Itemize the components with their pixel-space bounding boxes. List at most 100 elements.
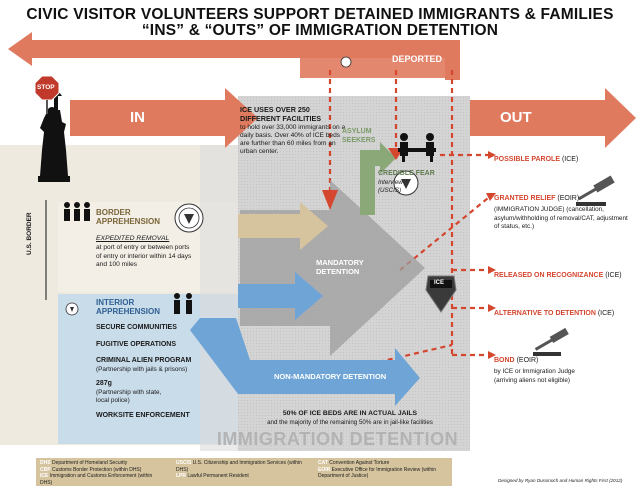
facilities-body: to hold over 33,000 immigrants on a dail… (240, 124, 346, 155)
border-apprehension-title: BORDER APPREHENSION (96, 208, 161, 226)
title-line-1: CIVIC VISITOR VOLUNTEERS SUPPORT DETAINE… (26, 6, 614, 23)
outcome-suffix: (EOIR) (514, 357, 539, 364)
credit-text: Designed by Ryan Dussinoch and Human Rig… (498, 478, 623, 483)
asylum-arrow (360, 142, 396, 215)
interior-arrow (238, 272, 323, 320)
interior-apprehension-title: INTERIOR APPREHENSION (96, 298, 161, 316)
title-line-2: “INS” & “OUTS” OF IMMIGRATION DETENTION (141, 22, 499, 39)
interview-table-icon (398, 133, 436, 162)
outcome-title: RELEASED ON RECOGNIZANCE (494, 272, 604, 279)
outcome-desc: (IMMIGRATION JUDGE) (cancellation, asylu… (494, 206, 628, 230)
in-arrow (70, 88, 258, 148)
legend-abbr: LPR (176, 473, 186, 479)
outcome-suffix: (EOIR) (555, 195, 580, 202)
gavel-icon-relief (576, 175, 615, 206)
ice-seal-top-icon (340, 56, 352, 68)
program-title: SECURE COMMUNITIES (96, 324, 177, 331)
mandatory-detention-label: MANDATORY DETENTION (316, 258, 364, 276)
program-item: 287g (Partnership with state, local poli… (96, 380, 206, 406)
legend-item: EOIR Executive Office for Immigration Re… (318, 467, 448, 480)
jails-note-line1: 50% OF ICE BEDS ARE IN ACTUAL JAILS (282, 410, 418, 417)
legend-abbr: EOIR (318, 466, 331, 473)
legend-item: ICE Immigration and Customs Enforcement … (40, 473, 160, 486)
legend-text: Immigration and Customs Enforcement (wit… (40, 473, 153, 486)
program-item: WORKSITE ENFORCEMENT (96, 412, 206, 421)
legend-item: USCIS U.S. Citizenship and Immigration S… (176, 460, 306, 473)
program-item: CRIMINAL ALIEN PROGRAM (Partnership with… (96, 357, 206, 374)
legend-col-1: DHS Department of Homeland Security CBP … (40, 460, 160, 486)
border-arrow (238, 202, 328, 250)
ice-badge-icon (425, 275, 457, 313)
legend-text: Executive Office for Immigration Review … (318, 466, 437, 480)
legend-abbr: CBP (40, 466, 51, 473)
interior-programs-list: SECURE COMMUNITIES FUGITIVE OPERATIONS C… (96, 324, 206, 420)
credible-fear-agency: (USCIS) (378, 187, 402, 194)
legend-item: DHS Department of Homeland Security (40, 460, 160, 467)
legend-text: Convention Against Torture (329, 460, 390, 466)
program-title: FUGITIVE OPERATIONS (96, 340, 176, 348)
legend-text: Department of Homeland Security (51, 460, 128, 466)
stop-sign-text: STOP (37, 84, 55, 91)
outcome-suffix: (ICE) (560, 156, 579, 163)
non-mandatory-arrow (190, 318, 420, 406)
uscis-seal-icon (393, 170, 419, 196)
outcome-title: POSSIBLE PAROLE (494, 156, 560, 163)
credible-fear-title: CREDIBLE FEAR (378, 170, 435, 177)
legend-abbr: USCIS (176, 460, 192, 466)
stop-sign-icon (34, 75, 60, 114)
outcome-bond: BOND (EOIR) by ICE or Immigration Judge … (494, 349, 638, 385)
legend-abbr: CAT (318, 460, 328, 466)
outcome-relief: GRANTED RELIEF (EOIR) (IMMIGRATION JUDGE… (494, 187, 638, 232)
program-item: FUGITIVE OPERATIONS (96, 341, 206, 350)
legend-bar (36, 458, 452, 486)
program-title: CRIMINAL ALIEN PROGRAM (96, 357, 192, 364)
out-label: OUT (500, 109, 532, 126)
legend-text: Customs Border Protection (within DHS) (51, 466, 142, 473)
expedited-removal-label: EXPEDITED REMOVAL (96, 235, 170, 242)
legend-abbr: DHS (40, 460, 51, 466)
facilities-heading: ICE USES OVER 250 DIFFERENT FACILITIES (240, 105, 322, 123)
statue-of-liberty-icon (38, 88, 70, 182)
outcome-desc: by ICE or Immigration Judge (arriving al… (494, 368, 575, 384)
out-arrow (470, 88, 636, 148)
gavel-icon-bond (533, 327, 569, 356)
legend-item: LPR Lawful Permanent Resident (176, 473, 306, 480)
outcome-suffix: (ICE) (595, 310, 615, 317)
program-sub: (Partnership with state, local police) (96, 388, 162, 405)
interior-agents-icon (174, 293, 192, 314)
credible-fear-sub: Interview (378, 179, 403, 186)
legend-item: CBP Customs Border Protection (within DH… (40, 467, 160, 474)
immigration-detention-label: IMMIGRATION DETENTION (216, 429, 459, 449)
in-label: IN (130, 109, 145, 126)
outcome-recognizance: RELEASED ON RECOGNIZANCE (ICE) (494, 264, 638, 282)
ice-badge-text: ICE (434, 280, 445, 286)
outcome-title: GRANTED RELIEF (494, 195, 556, 202)
legend-item: CAT Convention Against Torture (318, 460, 448, 467)
expedited-removal-desc: at port of entry or between ports of ent… (96, 244, 192, 268)
program-sub: (Partnership with jails & prisons) (96, 365, 188, 373)
dashed-out-relief (399, 197, 489, 271)
legend-abbr: ICE (40, 473, 49, 479)
legend-col-2: USCIS U.S. Citizenship and Immigration S… (176, 460, 306, 480)
jails-note-line2: and the majority of the remaining 50% ar… (267, 419, 433, 426)
outcome-parole: POSSIBLE PAROLE (ICE) (494, 148, 638, 166)
outcome-title: ALTERNATIVE TO DETENTION (494, 310, 596, 317)
ice-seal-small-icon (65, 302, 79, 316)
outcome-alternative: ALTERNATIVE TO DETENTION (ICE) (494, 302, 638, 320)
program-item: SECURE COMMUNITIES (96, 324, 206, 333)
dhs-seal-icon (174, 203, 204, 233)
legend-text: Lawful Permanent Resident (187, 473, 249, 479)
non-mandatory-detention-label: NON-MANDATORY DETENTION (274, 372, 387, 381)
program-title: 287g (96, 380, 112, 387)
legend-text: U.S. Citizenship and Immigration Service… (176, 460, 302, 473)
border-agents-icon (64, 202, 90, 221)
asylum-seekers-label: ASYLUM SEEKERS (342, 128, 376, 144)
legend-col-3: CAT Convention Against Torture EOIR Exec… (318, 460, 448, 480)
outcome-title: BOND (494, 357, 515, 364)
us-border-label: U.S. BORDER (26, 212, 33, 255)
dashed-out-bond (299, 343, 453, 382)
outcome-suffix: (ICE) (603, 272, 622, 279)
program-title: WORKSITE ENFORCEMENT (96, 411, 190, 419)
